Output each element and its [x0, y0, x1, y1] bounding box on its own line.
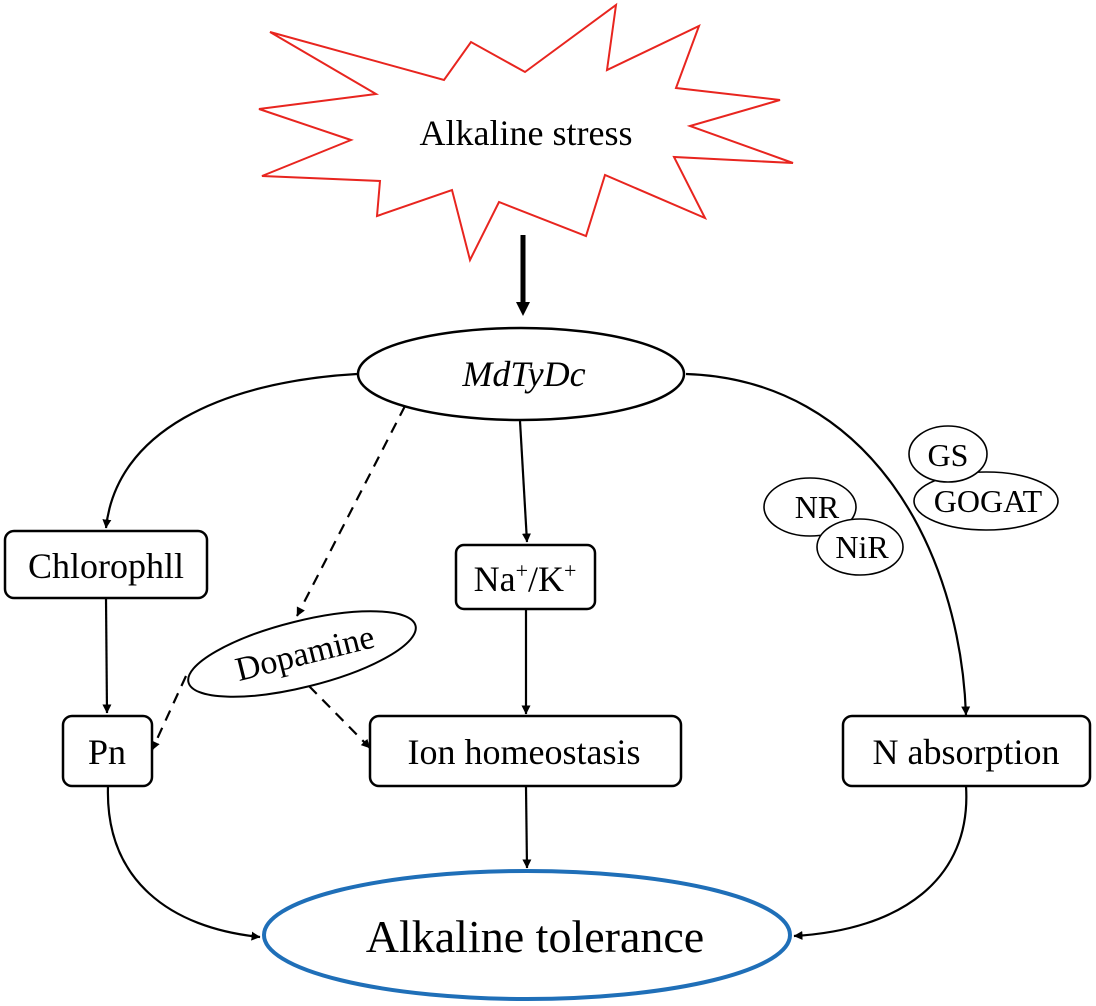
chlorophyll-label: Chlorophll	[28, 546, 184, 586]
dopamine-node: Dopamine	[187, 610, 417, 698]
gene-ellipse	[356, 326, 686, 422]
slash-k-text: /K	[528, 559, 564, 599]
n-absorption-box	[841, 714, 1092, 788]
ion-homeostasis-node: Ion homeostasis	[368, 714, 683, 788]
gene-to-chlorophyll-arrow	[102, 372, 358, 529]
gogat-label: GOGAT	[934, 483, 1043, 519]
ion-homeostasis-label: Ion homeostasis	[408, 732, 641, 772]
gs-gogat-enzymes: GS GOGAT	[908, 425, 1059, 531]
dopamine-to-ion-homeostasis-dashed-arrow	[308, 685, 371, 749]
pn-label: Pn	[88, 732, 126, 772]
ion-homeostasis-to-tolerance-arrow	[522, 786, 532, 869]
dopamine-to-pn-dashed-arrow	[151, 675, 187, 751]
gene-label: MdTyDc	[461, 354, 585, 394]
gogat-oval	[913, 471, 1059, 531]
nr-nir-enzymes: NR NiR	[763, 477, 904, 576]
gene-to-na-k-arrow	[518, 420, 532, 543]
nir-label: NiR	[835, 529, 889, 565]
chlorophyll-node: Chlorophll	[3, 529, 209, 600]
n-absorption-to-tolerance-arrow	[793, 785, 968, 941]
pn-node: Pn	[61, 714, 154, 788]
chlorophyll-box	[3, 529, 209, 600]
pn-box	[61, 714, 154, 788]
gene-to-n-absorption-arrow	[685, 372, 971, 716]
nir-oval	[816, 518, 904, 576]
dopamine-ellipse	[187, 610, 417, 698]
na-charge: +	[516, 558, 528, 583]
gene-to-dopamine-dashed-arrow	[296, 405, 406, 617]
stress-to-gene-arrowhead	[516, 302, 530, 316]
gs-label: GS	[928, 437, 969, 473]
n-absorption-node: N absorption	[841, 714, 1092, 788]
na-k-node: Na+/K+	[454, 543, 597, 611]
chlorophyll-to-pn-arrow	[102, 597, 112, 714]
na-text: Na	[474, 559, 516, 599]
k-charge: +	[564, 558, 576, 583]
gs-oval	[908, 425, 988, 483]
gene-node: MdTyDc	[356, 326, 686, 422]
na-k-label: Na+/K+	[474, 558, 577, 599]
ion-homeostasis-box	[368, 714, 683, 788]
nr-label: NR	[795, 489, 840, 525]
alkaline-tolerance-node: Alkaline tolerance	[262, 869, 792, 1001]
alkaline-stress-node: Alkaline stress	[258, 2, 794, 263]
nr-oval	[763, 477, 857, 537]
tolerance-ellipse	[262, 869, 792, 1001]
stress-starburst	[258, 2, 794, 263]
tolerance-label: Alkaline tolerance	[366, 911, 704, 962]
stress-label: Alkaline stress	[420, 113, 633, 153]
na-k-box	[454, 543, 597, 611]
pn-to-tolerance-arrow	[106, 785, 261, 941]
n-absorption-label: N absorption	[873, 732, 1060, 772]
